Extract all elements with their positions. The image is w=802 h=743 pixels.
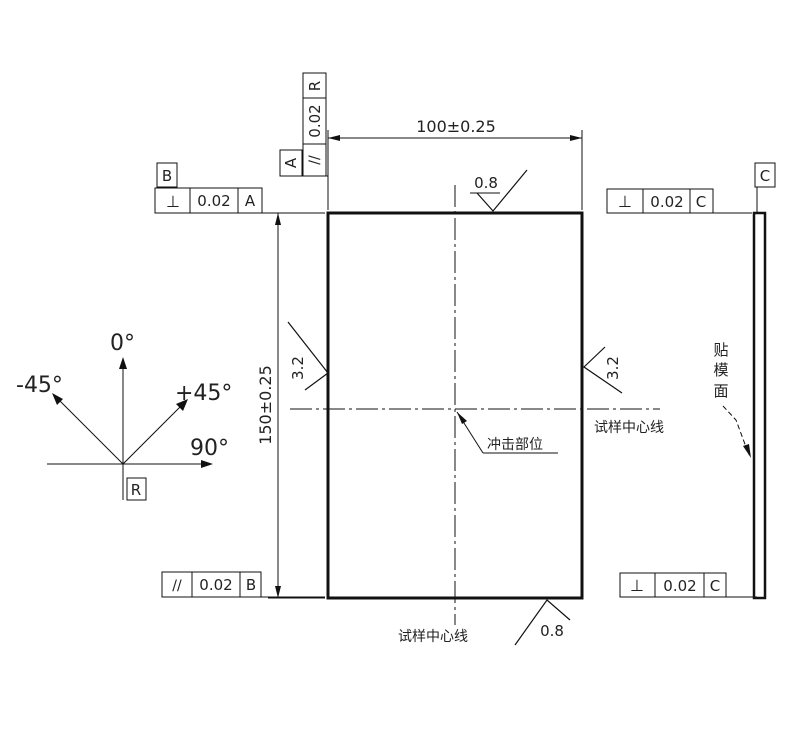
angle-90-label: 90° (190, 436, 229, 461)
height-dimension-label: 150±0.25 (256, 365, 275, 445)
tolerance-frame-bottom-left: // 0.02 B (161, 571, 325, 598)
mounting-face-char-2: 模 (713, 361, 728, 379)
impact-location-annotation: 冲击部位 (456, 411, 558, 454)
roughness-bottom-label: 0.8 (540, 622, 564, 640)
width-dimension-label: 100±0.25 (416, 117, 496, 136)
arrow-plus45 (176, 399, 188, 411)
roughness-symbol-left: 3.2 (287, 321, 329, 391)
tol-bottom-left-value: 0.02 (199, 576, 232, 594)
datum-b-box: B (156, 162, 178, 188)
tolerance-frame-bottom-right: ⊥ 0.02 C (619, 572, 757, 598)
mounting-face-char-1: 贴 (713, 341, 728, 359)
angle-orientation-diagram: 0° -45° +45° 90° R (16, 331, 232, 501)
tol-top-right-value: 0.02 (650, 193, 683, 211)
datum-b-label: B (162, 167, 172, 185)
tol-bottom-right-symbol: ⊥ (630, 576, 644, 595)
roughness-right-label: 3.2 (604, 356, 622, 380)
angle-plus45-label: +45° (175, 381, 232, 406)
angle-0-label: 0° (110, 331, 135, 356)
tol-top-vertical-symbol: // (307, 155, 323, 165)
roughness-symbol-right: 3.2 (583, 346, 623, 394)
tol-top-left-symbol: ⊥ (166, 192, 180, 211)
datum-a-box: A (279, 149, 328, 177)
tol-top-vertical-ref: R (306, 81, 324, 91)
tol-bottom-right-value: 0.02 (663, 577, 696, 595)
arrow-0 (119, 357, 127, 369)
roughness-symbol-top: 0.8 (470, 169, 528, 212)
roughness-symbol-bottom: 0.8 (514, 599, 571, 646)
tol-bottom-left-ref: B (246, 576, 256, 594)
tol-bottom-right-ref: C (710, 577, 720, 595)
mounting-face-annotation: 贴 模 面 (713, 341, 751, 458)
arrow-90 (201, 460, 213, 468)
tolerance-frame-top-left: ⊥ 0.02 A (154, 187, 325, 214)
tol-bottom-left-symbol: // (172, 578, 182, 594)
roughness-top-label: 0.8 (474, 174, 498, 192)
tol-top-right-symbol: ⊥ (618, 192, 632, 211)
mounting-face-char-3: 面 (713, 382, 728, 400)
arrow-minus45 (52, 393, 63, 405)
side-view-strip (752, 211, 767, 600)
angle-datum-r-label: R (131, 481, 141, 499)
height-dimension: 150±0.25 (256, 212, 325, 599)
impact-location-label: 冲击部位 (487, 437, 543, 453)
datum-c-box: C (754, 162, 776, 213)
datum-c-label: C (760, 167, 770, 185)
angle-minus45-label: -45° (16, 373, 63, 398)
width-dimension: 100±0.25 (327, 117, 583, 210)
tol-top-left-ref: A (245, 192, 256, 210)
specimen-centerline-label-right: 试样中心线 (594, 420, 664, 436)
tol-top-right-ref: C (696, 193, 706, 211)
tol-top-left-value: 0.02 (197, 192, 230, 210)
specimen-centerline-label-bottom: 试样中心线 (398, 629, 468, 645)
tol-top-vertical-value: 0.02 (306, 104, 324, 137)
tolerance-frame-top-right: ⊥ 0.02 C (606, 188, 752, 214)
roughness-left-label: 3.2 (289, 356, 307, 380)
datum-a-label: A (282, 157, 300, 168)
tolerance-frame-top-vertical: // 0.02 R (302, 72, 327, 177)
